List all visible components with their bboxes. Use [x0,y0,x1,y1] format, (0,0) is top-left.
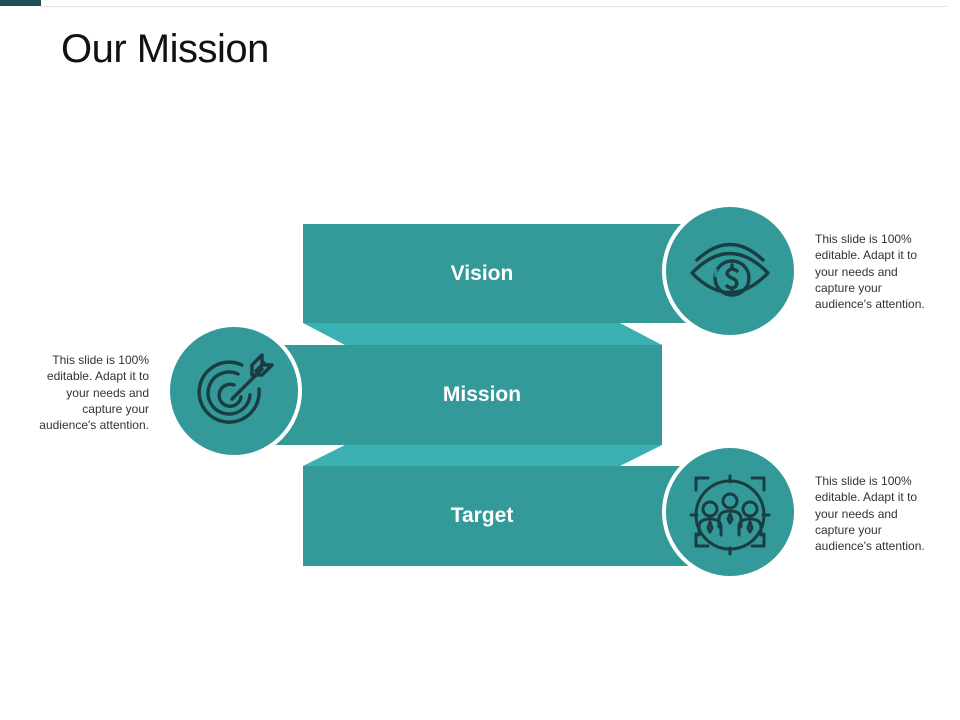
fold-top [303,323,662,345]
band-label-vision: Vision [450,262,514,285]
eye-dollar-icon [690,242,770,297]
slide-title: Our Mission [61,27,269,71]
target-audience-icon [689,474,771,556]
mission-circle [166,323,302,459]
band-vision [303,224,693,323]
target-arrow-icon [197,353,274,424]
vision-description: This slide is 100% editable. Adapt it to… [815,232,925,312]
band-label-target: Target [450,504,514,527]
vision-circle [662,203,798,339]
target-description: This slide is 100% editable. Adapt it to… [815,474,925,554]
top-divider [41,6,948,7]
mission-description: This slide is 100% editable. Adapt it to… [39,353,149,433]
fold-bottom [303,445,662,466]
target-circle [662,444,798,580]
band-mission [275,345,662,445]
top-accent-bar [0,0,41,6]
band-target [303,466,693,566]
band-label-mission: Mission [442,383,522,406]
